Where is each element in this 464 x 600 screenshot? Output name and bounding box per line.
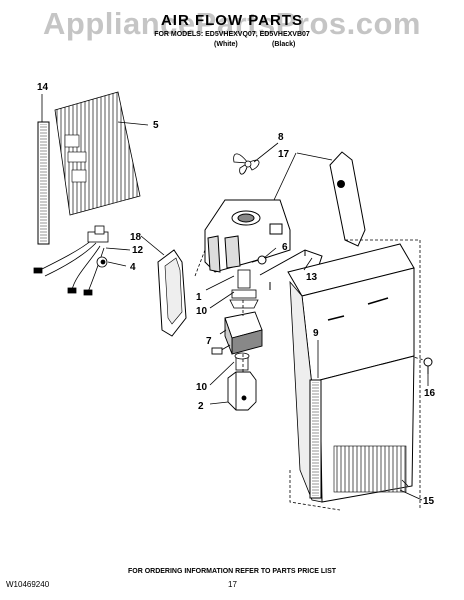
wire-bracket (259, 249, 323, 290)
motor-bracket (227, 371, 257, 411)
callout-4: 4 (130, 262, 136, 273)
callout-16: 16 (424, 388, 436, 399)
callout-15: 15 (423, 496, 435, 507)
callout-1: 1 (196, 292, 202, 303)
callout-14: 14 (37, 82, 49, 93)
page-number: 17 (228, 580, 237, 589)
insulation-panel (54, 91, 141, 216)
wire-harness (33, 225, 109, 296)
callout-17: 17 (278, 149, 290, 160)
seal-strip-14 (37, 121, 50, 245)
document-number: W10469240 (6, 580, 50, 589)
callout-18: 18 (130, 232, 142, 243)
callout-leaders (41, 94, 429, 501)
ordering-info: FOR ORDERING INFORMATION REFER TO PARTS … (127, 568, 337, 575)
air-duct-right (329, 151, 366, 247)
motor-mount (229, 269, 259, 309)
watermark: AppliancePartsPros.com (43, 6, 421, 41)
grommet-lower (234, 352, 250, 371)
callout-8: 8 (278, 132, 284, 143)
fan-housing (204, 199, 291, 273)
screw-16 (423, 357, 433, 374)
color-white-label: (White) (214, 41, 238, 48)
callout-12: 12 (132, 245, 144, 256)
callout-6: 6 (282, 242, 288, 253)
seal-strip-9 (309, 379, 322, 499)
callout-labels: 14 5 8 17 18 6 12 4 13 1 10 7 9 16 10 2 15 (37, 82, 436, 507)
callout-9: 9 (313, 328, 319, 339)
callout-10: 10 (196, 382, 208, 393)
callout-2: 2 (198, 401, 204, 412)
evaporator-cover (287, 243, 415, 503)
fan-motor (211, 311, 263, 355)
models-line: FOR MODELS: ED5VHEXVQ07, ED5VHEXVB07 (154, 31, 310, 38)
fan-blade (233, 153, 260, 175)
callout-7: 7 (206, 336, 212, 347)
page-title: AIR FLOW PARTS (160, 12, 304, 29)
color-black-label: (Black) (272, 41, 296, 48)
callout-5: 5 (153, 120, 159, 131)
air-duct-left (157, 249, 187, 337)
callout-10: 10 (196, 306, 208, 317)
callout-13: 13 (306, 272, 318, 283)
